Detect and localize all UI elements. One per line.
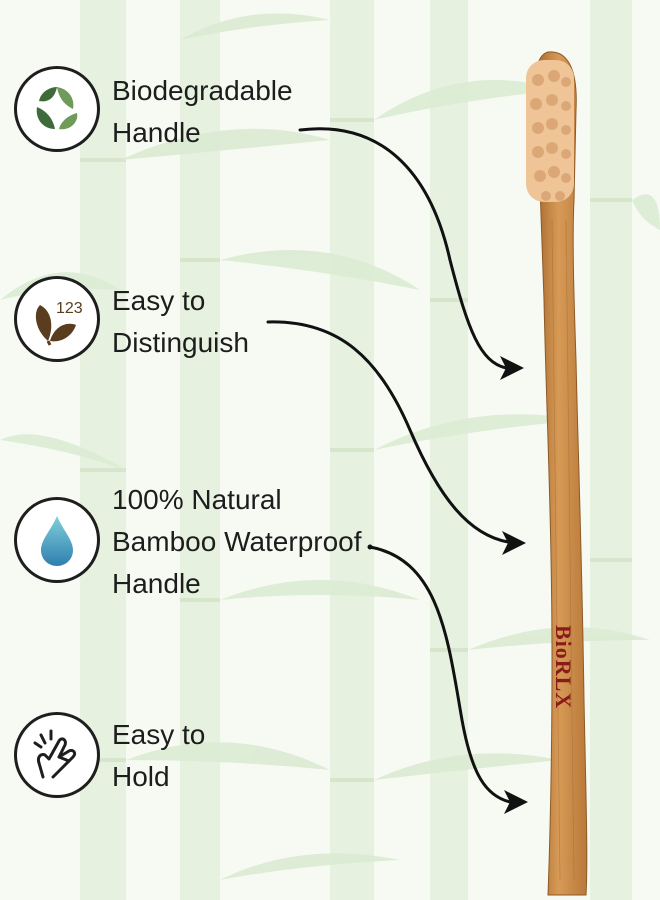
label-line: Distinguish (112, 327, 249, 358)
label-line: 100% Natural (112, 484, 282, 515)
arrow-3-head (504, 790, 528, 814)
feature-label: 100% Natural Bamboo Waterproof Handle (112, 479, 362, 605)
arrow-1-head (500, 356, 524, 380)
hand-pinch-icon (14, 712, 100, 798)
feature-label: Easy to Distinguish (112, 280, 249, 364)
feature-label: Easy to Hold (112, 714, 205, 798)
water-drop-icon (14, 497, 100, 583)
feature-label: Biodegradable Handle (112, 70, 293, 154)
label-line: Hold (112, 761, 170, 792)
label-line: Handle (112, 117, 201, 148)
label-line: Bamboo Waterproof (112, 526, 362, 557)
arrow-3 (368, 545, 512, 804)
icon-number-text: 123 (56, 300, 83, 317)
leaves-recycle-icon (14, 66, 100, 152)
label-line: Biodegradable (112, 75, 293, 106)
arrow-2 (266, 320, 510, 544)
label-line: Easy to (112, 719, 206, 750)
toothbrush-bristles (526, 60, 574, 202)
arrow-1 (298, 127, 508, 370)
label-line: Easy to (112, 285, 206, 316)
toothbrush-handle (535, 51, 588, 896)
arrow-2-head (502, 531, 526, 555)
label-line: Handle (112, 568, 201, 599)
brand-text: BioRLX (551, 625, 576, 709)
leaf-123-icon: 123 (14, 276, 100, 362)
